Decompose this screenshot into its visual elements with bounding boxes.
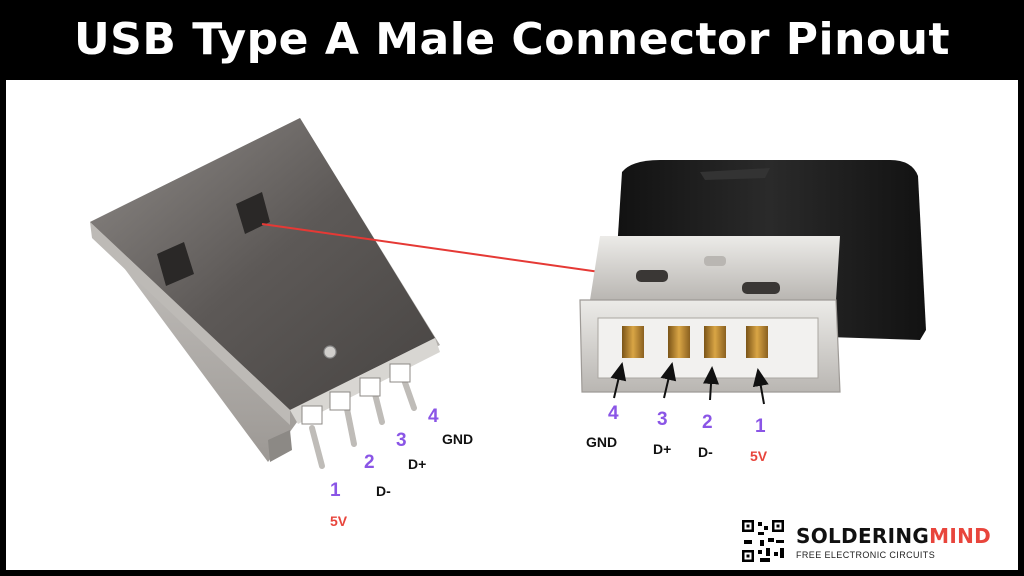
left-pin-2-signal: D-: [376, 483, 391, 499]
right-pin-2-number: 2: [702, 412, 713, 433]
brand-text: SOLDERINGMIND FREE ELECTRONIC CIRCUITS: [796, 524, 991, 560]
left-pin-4-number: 4: [428, 406, 439, 427]
right-pin-1-number: 1: [755, 416, 766, 437]
left-pin-1-signal: 5V: [330, 513, 348, 529]
brand-name-main: SOLDERING: [796, 524, 930, 548]
reference-arrow: [261, 223, 630, 282]
right-pin-2-signal: D-: [698, 444, 713, 460]
title-bar: USB Type A Male Connector Pinout: [0, 0, 1024, 78]
left-latch-hole-lower: [157, 242, 194, 286]
brand-name-accent: MIND: [929, 524, 992, 548]
left-pin-3-signal: D+: [408, 456, 427, 472]
left-pin-4-signal: GND: [442, 431, 474, 447]
right-pin-4-signal: GND: [586, 434, 618, 450]
left-latch-hole-upper: [236, 192, 270, 234]
qr-code-space: [740, 519, 786, 565]
left-pin-2-number: 2: [364, 452, 375, 473]
right-latch-hole-left: [636, 270, 668, 282]
page-title: USB Type A Male Connector Pinout: [73, 13, 951, 65]
right-pin-4-number: 4: [608, 403, 619, 424]
right-pin-3-number: 3: [657, 409, 668, 430]
brand-tagline: FREE ELECTRONIC CIRCUITS: [796, 550, 936, 560]
right-pin-1-signal: 5V: [750, 448, 768, 464]
right-gold-contacts: [622, 326, 768, 358]
left-pin-3-number: 3: [396, 430, 407, 451]
qr-code: [740, 518, 786, 564]
right-pin-3-signal: D+: [653, 441, 672, 457]
left-connector: [90, 118, 440, 469]
brand-logo: SOLDERINGMIND FREE ELECTRONIC CIRCUITS: [740, 518, 991, 566]
brand-name: SOLDERINGMIND: [796, 524, 991, 548]
right-latch-hole-right: [742, 282, 780, 294]
right-pin-arrows: [610, 362, 769, 405]
left-pin-1-number: 1: [330, 480, 341, 501]
right-connector: [579, 160, 926, 405]
